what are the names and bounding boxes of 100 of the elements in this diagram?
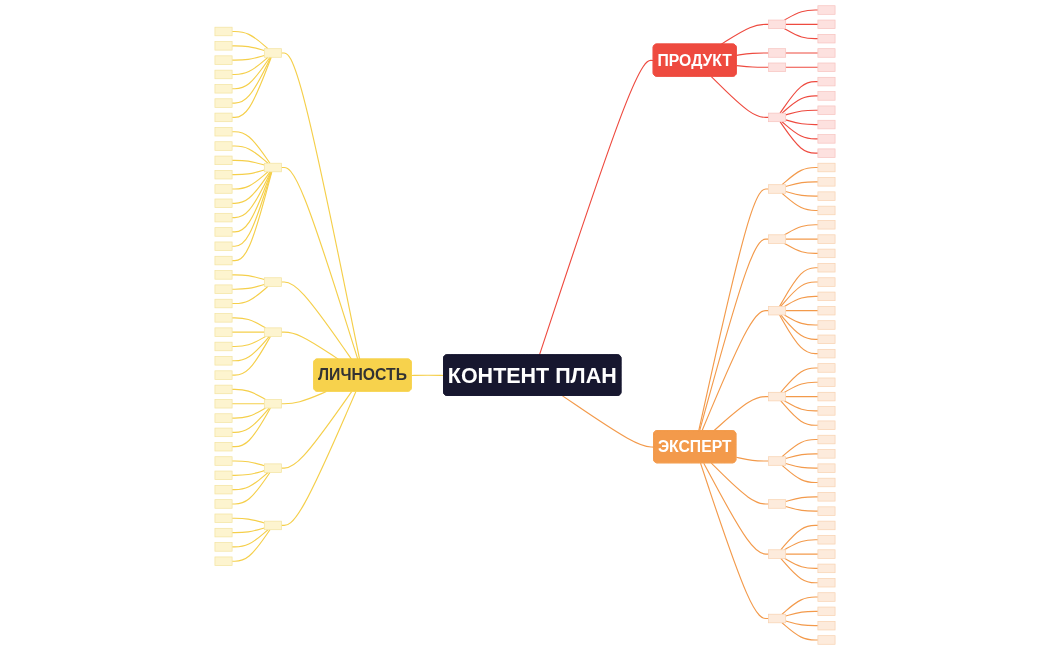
note-card — [214, 356, 233, 366]
connector-line — [781, 596, 819, 615]
connector-line — [781, 464, 819, 484]
connector-line — [231, 56, 269, 76]
note-card — [817, 177, 836, 187]
note-card — [817, 420, 836, 430]
note-card — [817, 549, 836, 559]
connector-line — [231, 529, 269, 548]
note-card — [263, 48, 282, 58]
note-card — [214, 241, 233, 251]
note-card — [214, 155, 233, 165]
connector-line — [780, 524, 819, 551]
note-card — [214, 141, 233, 151]
note-card — [214, 69, 233, 80]
note-card — [263, 399, 282, 409]
note-card — [817, 449, 836, 459]
connector-line — [785, 109, 819, 116]
connector-line — [710, 76, 770, 118]
connector-line — [231, 56, 272, 104]
connector-line — [231, 407, 270, 433]
note-card — [817, 191, 836, 201]
note-card — [214, 442, 233, 452]
note-card — [214, 84, 233, 94]
note-card — [214, 170, 233, 180]
note-card — [817, 234, 836, 244]
note-card — [214, 284, 233, 294]
connector-line — [720, 23, 770, 45]
connector-line — [231, 30, 269, 50]
note-card — [214, 313, 233, 323]
central-topic: КОНТЕНТ ПЛАН — [443, 354, 622, 396]
connector-line — [231, 335, 267, 348]
note-card — [214, 327, 233, 337]
note-card — [817, 363, 836, 373]
connector-line — [561, 395, 655, 448]
note-card — [817, 291, 836, 302]
note-card — [214, 298, 233, 309]
note-card — [817, 62, 836, 72]
connector-line — [698, 188, 770, 432]
connector-line — [231, 56, 271, 90]
note-card — [817, 434, 836, 445]
note-card — [817, 119, 836, 130]
note-card — [817, 134, 836, 144]
note-card — [817, 248, 836, 259]
connector-line — [785, 190, 819, 197]
note-card — [817, 520, 836, 531]
connector-line — [780, 367, 819, 393]
connector-line — [780, 400, 819, 426]
note-card — [768, 112, 787, 123]
note-card — [768, 499, 787, 509]
note-card — [768, 306, 787, 316]
note-card — [817, 105, 836, 115]
connector-line — [783, 557, 819, 569]
connector-line — [783, 9, 819, 21]
note-card — [817, 5, 836, 15]
connector-line — [783, 242, 819, 254]
note-card — [817, 306, 836, 316]
note-card — [263, 277, 282, 287]
connector-line — [781, 121, 819, 140]
connector-line — [701, 310, 770, 432]
note-card — [817, 277, 836, 287]
connector-line — [785, 505, 819, 512]
connector-line — [785, 462, 819, 469]
note-card — [214, 198, 233, 208]
connector-line — [231, 331, 265, 333]
connector-line — [783, 224, 819, 236]
note-card — [817, 148, 836, 158]
connector-line — [735, 456, 770, 462]
connector-line — [280, 52, 361, 360]
connector-line — [231, 131, 271, 164]
note-card — [817, 463, 836, 473]
connector-line — [231, 159, 265, 166]
note-card — [817, 606, 836, 616]
note-card — [817, 205, 836, 216]
connector-line — [779, 267, 819, 307]
note-card — [817, 477, 836, 488]
connector-line — [280, 391, 327, 405]
connector-line — [785, 553, 819, 555]
note-card — [817, 535, 836, 545]
note-card — [817, 563, 836, 574]
connector-line — [231, 471, 269, 491]
connector-line — [280, 166, 359, 360]
connector-line — [231, 285, 269, 305]
connector-line — [783, 28, 819, 40]
note-card — [817, 320, 836, 330]
note-card — [768, 184, 787, 194]
note-card — [263, 520, 282, 531]
note-card — [214, 413, 233, 423]
note-card — [214, 399, 233, 409]
note-card — [817, 391, 836, 402]
note-card — [817, 48, 836, 58]
connector-line — [785, 310, 819, 312]
connector-line — [231, 470, 265, 476]
connector-line — [736, 65, 770, 68]
note-card — [263, 327, 282, 337]
branch-topic: ЭКСПЕРТ — [653, 430, 737, 464]
connector-line — [785, 66, 819, 68]
connector-line — [538, 59, 655, 356]
connector-line — [231, 335, 271, 376]
note-card — [214, 470, 233, 480]
connector-line — [699, 462, 770, 620]
